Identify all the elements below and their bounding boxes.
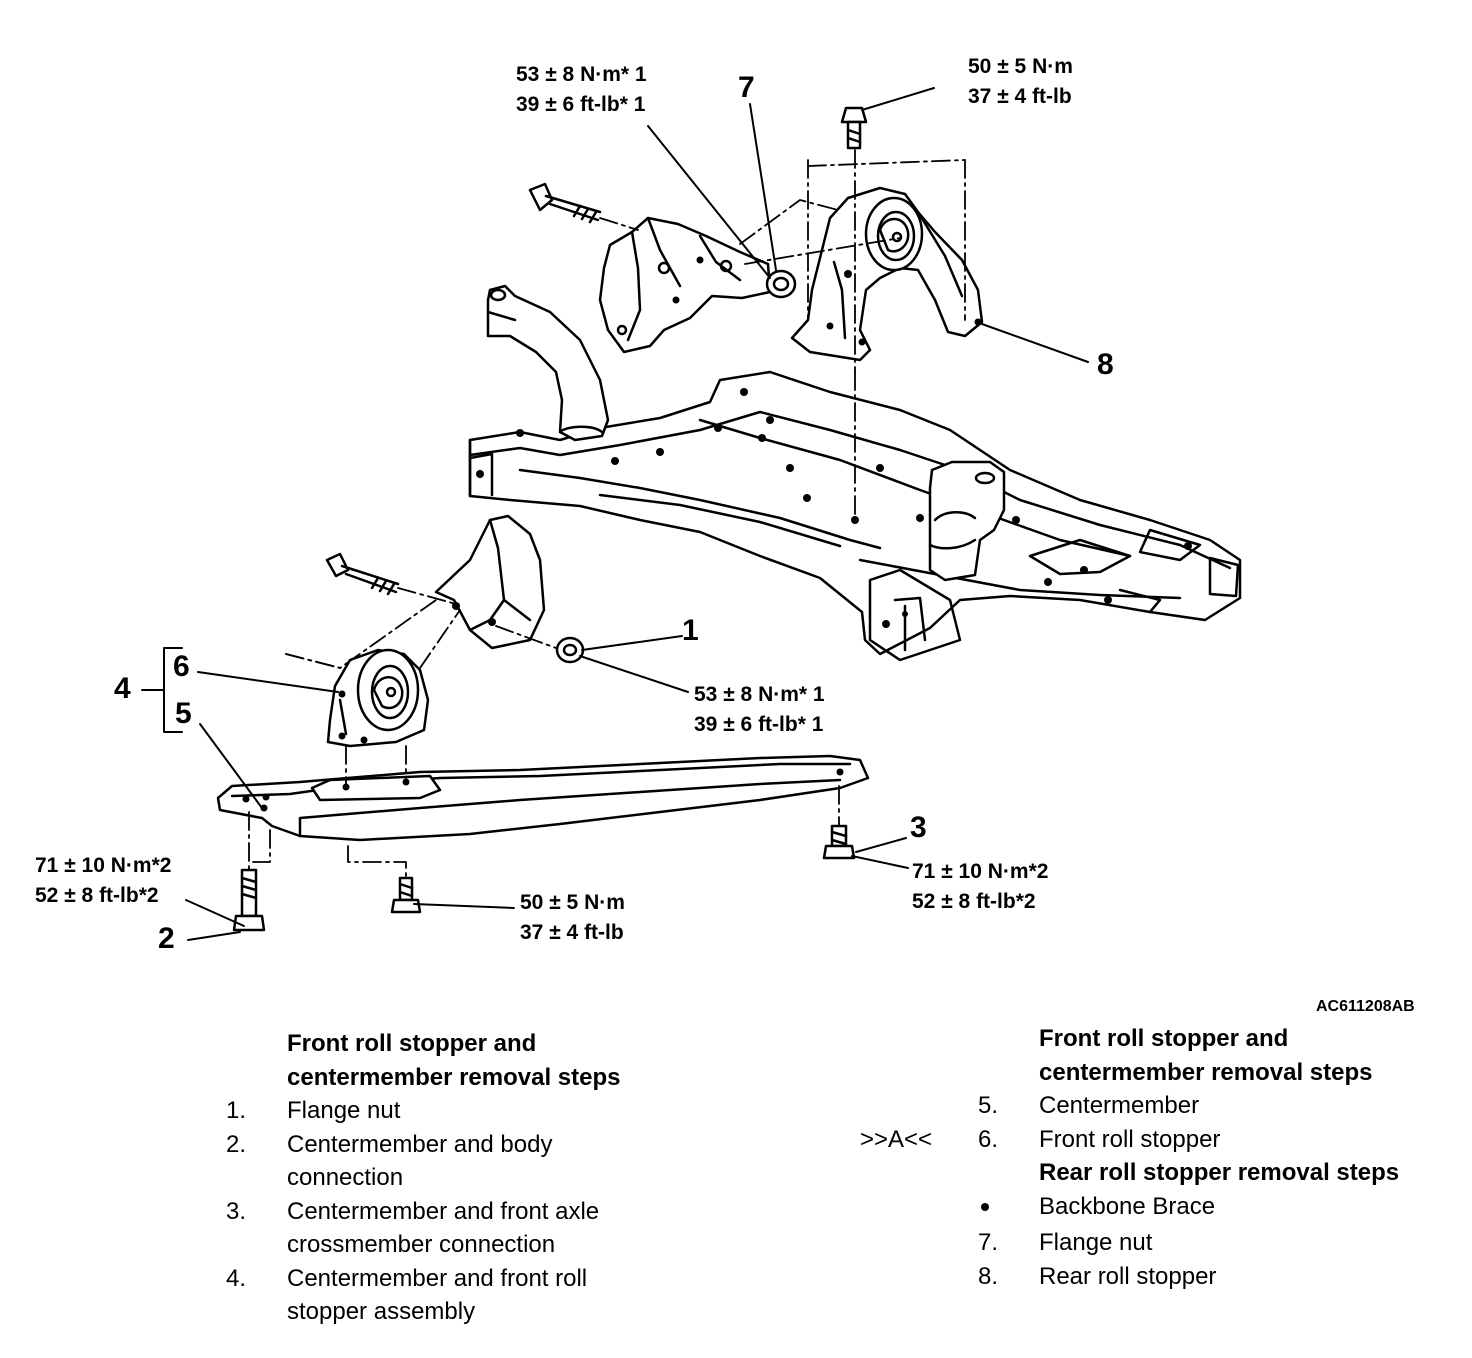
torque-ftlb: 37 ± 4 ft-lb [520,921,624,944]
steps-heading: centermember removal steps [1039,1058,1373,1086]
bullet-icon [981,1203,989,1212]
callout-5: 5 [175,697,192,730]
torque-nm: 53 ± 8 N·m* 1 [694,683,825,706]
step-text: Rear roll stopper [1039,1262,1217,1290]
torque-bottom-bolt: 50 ± 5 N·m 37 ± 4 ft-lb [520,888,625,948]
exploded-parts-diagram [141,87,1242,941]
steps-heading: centermember removal steps [287,1063,621,1091]
front-stopper-bracket [434,514,546,650]
figure-code: AC611208AB [1316,998,1415,1015]
step-item: 1. Flange nut [226,1094,621,1128]
torque-bolt-3: 71 ± 10 N·m*2 52 ± 8 ft-lb*2 [912,857,1048,917]
step-text: Centermember and front roll [287,1264,588,1292]
torque-nm: 71 ± 10 N·m*2 [35,854,172,877]
step-number: 6. [978,1125,999,1153]
callout-leaders [141,87,1089,941]
torque-bolt-2: 71 ± 10 N·m*2 52 ± 8 ft-lb*2 [35,851,171,911]
step-text: Front roll stopper [1039,1125,1221,1153]
callout-2: 2 [158,922,175,955]
bottom-bolt [390,876,422,914]
steps-heading: Front roll stopper and [287,1030,537,1057]
step-number: 8. [978,1262,999,1290]
torque-flange-nut-1: 53 ± 8 N·m* 1 39 ± 6 ft-lb* 1 [694,680,825,740]
steps-heading: Rear roll stopper removal steps [1039,1159,1400,1186]
front-long-bolt [325,552,400,596]
step-number: 1. [226,1097,247,1124]
torque-ftlb: 39 ± 6 ft-lb* 1 [516,93,646,116]
flange-nut-1 [555,636,585,664]
callout-8: 8 [1097,348,1114,381]
flange-nut-7 [765,269,797,299]
torque-nm: 50 ± 5 N·m [520,891,625,914]
step-number: 7. [978,1229,999,1256]
step-text: Centermember [1039,1092,1200,1119]
step-number: 5. [978,1092,999,1119]
torque-nm: 53 ± 8 N·m* 1 [516,63,647,86]
step-item: 3. Centermember and front axle crossmemb… [226,1195,621,1262]
step-number: 4. [226,1264,247,1292]
step-item: Backbone Brace [978,1190,1399,1224]
step-item: 2. Centermember and body connection [226,1128,621,1195]
step-text: crossmember connection [287,1231,556,1258]
torque-ftlb: 52 ± 8 ft-lb*2 [35,884,159,907]
left-removal-steps: Front roll stopper and centermember remo… [226,1027,621,1329]
centermember [216,754,870,842]
callout-7: 7 [738,71,755,104]
step-number: 3. [226,1197,247,1225]
torque-ftlb: 39 ± 6 ft-lb* 1 [694,713,824,736]
callout-1: 1 [682,614,699,647]
torque-top-bolt: 50 ± 5 N·m 37 ± 4 ft-lb [968,52,1073,112]
upper-bracket [598,216,772,354]
service-point-marker: >>A<< [860,1125,933,1153]
upper-long-bolt [528,182,602,224]
step-item: 8. Rear roll stopper [978,1260,1399,1294]
step-text: Flange nut [287,1097,401,1124]
assembly-guide-lines [248,149,966,879]
step-text: Centermember and front axle [287,1197,600,1225]
steps-heading: Front roll stopper and [1039,1025,1289,1052]
step-number: 2. [226,1130,247,1158]
step-text: Flange nut [1039,1229,1153,1256]
step-text: Backbone Brace [1039,1192,1216,1220]
step-item: 5. Centermember [978,1089,1399,1123]
torque-ftlb: 52 ± 8 ft-lb*2 [912,890,1036,913]
bolt-2 [232,868,266,932]
torque-flange-nut-7: 53 ± 8 N·m* 1 39 ± 6 ft-lb* 1 [516,60,647,120]
torque-ftlb: 37 ± 4 ft-lb [968,85,1072,108]
torque-nm: 50 ± 5 N·m [968,55,1073,78]
callout-4: 4 [114,672,131,705]
rear-roll-stopper [790,186,984,362]
step-item: >>A<< 6. Front roll stopper [860,1123,1399,1157]
right-removal-steps: Front roll stopper and centermember remo… [860,1022,1400,1294]
step-text: stopper assembly [287,1298,476,1325]
callout-3: 3 [910,811,927,844]
callout-6: 6 [173,650,190,683]
front-roll-stopper [326,648,430,748]
step-text: connection [287,1164,404,1191]
torque-nm: 71 ± 10 N·m*2 [912,860,1049,883]
step-item: 7. Flange nut [978,1226,1399,1260]
bolt-3 [822,824,856,860]
step-item: 4. Centermember and front roll stopper a… [226,1262,621,1329]
top-bolt [840,106,868,150]
step-text: Centermember and body [287,1130,553,1158]
